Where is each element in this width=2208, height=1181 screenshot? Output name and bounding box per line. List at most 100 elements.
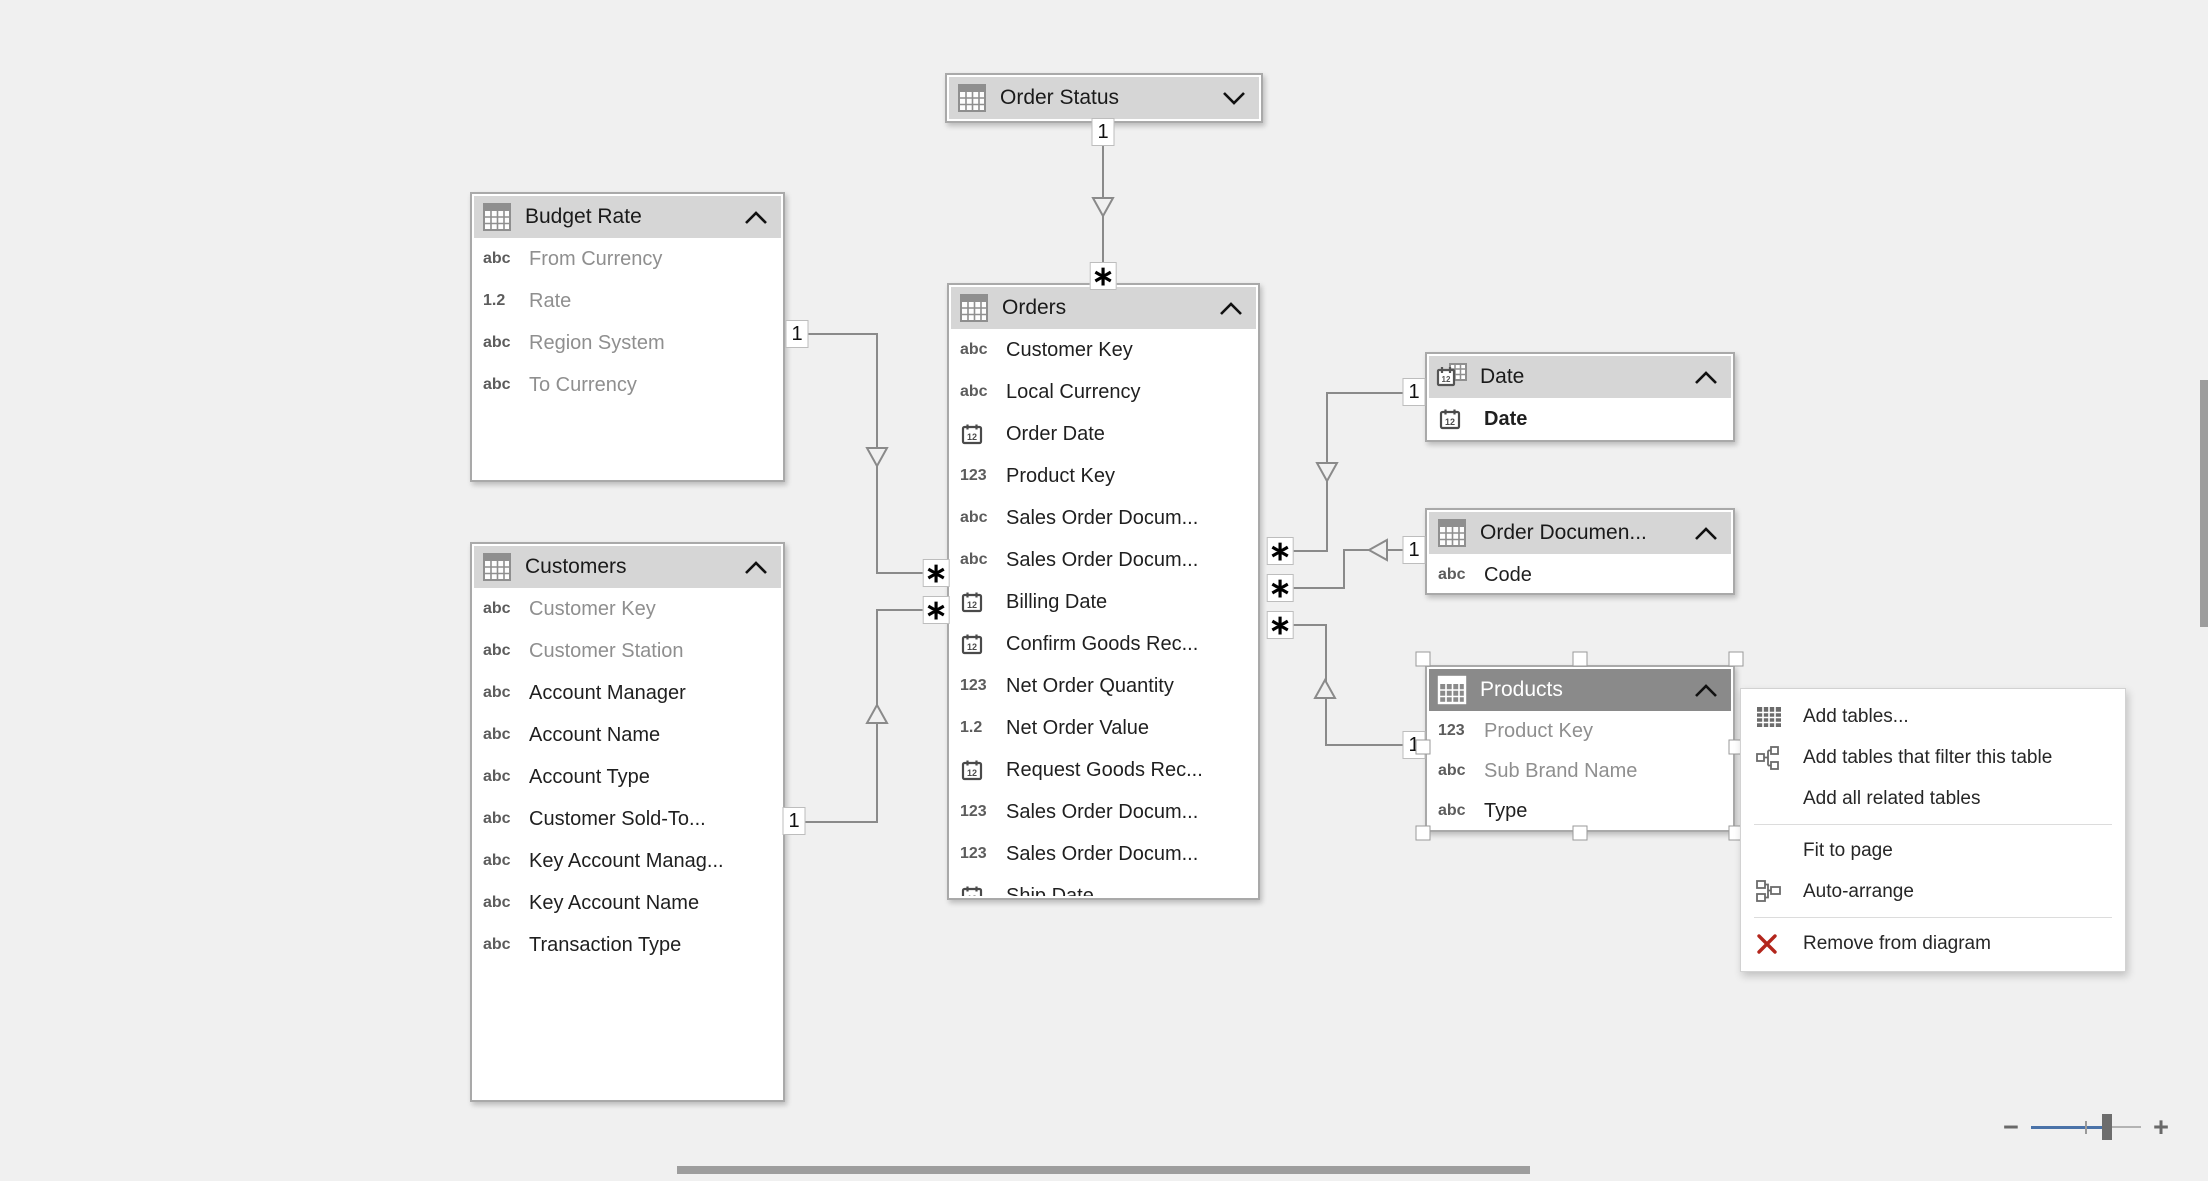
zoom-in-button[interactable]: + — [2153, 1112, 2169, 1142]
svg-text:12: 12 — [1442, 375, 1451, 384]
relationship-line-segment[interactable] — [876, 572, 928, 574]
menu-item-add-tables[interactable]: Add tables... — [1741, 696, 2125, 737]
relationship-line-segment[interactable] — [806, 333, 878, 335]
cardinality-many-label: ∗ — [1089, 260, 1117, 291]
selection-handle[interactable] — [1415, 825, 1431, 841]
text-type-icon: abc — [483, 894, 511, 911]
menu-item-remove-from-diagram[interactable]: Remove from diagram — [1741, 923, 2125, 964]
relationship-line-segment[interactable] — [804, 821, 878, 823]
menu-item-add-tables-that-filter[interactable]: Add tables that filter this table — [1741, 737, 2125, 778]
table-header[interactable]: Budget Rate — [474, 196, 781, 238]
menu-item-add-all-related[interactable]: Add all related tables — [1741, 778, 2125, 819]
arrow-up-icon[interactable] — [864, 703, 890, 729]
arrow-up-icon[interactable] — [1312, 678, 1338, 704]
table-icon — [1436, 517, 1468, 549]
field-label: Billing Date — [1006, 590, 1108, 613]
table-header[interactable]: Orders — [951, 287, 1256, 329]
arrow-left-icon[interactable] — [1365, 537, 1391, 563]
zoom-slider-thumb[interactable] — [2102, 1114, 2112, 1140]
chevron-up-icon[interactable] — [1693, 370, 1719, 385]
menu-item-auto-arrange[interactable]: Auto-arrange — [1741, 871, 2125, 912]
relationship-line-segment[interactable] — [1282, 587, 1345, 589]
table-header[interactable]: Order Status — [949, 77, 1259, 119]
zoom-out-button[interactable]: − — [2003, 1112, 2019, 1142]
selection-handle[interactable] — [1572, 825, 1588, 841]
arrow-down-icon[interactable] — [1314, 457, 1340, 483]
relationship-line-segment[interactable] — [1343, 549, 1345, 589]
selection-handle[interactable] — [1415, 651, 1431, 667]
chevron-up-icon[interactable] — [1218, 301, 1244, 316]
relationship-line-segment[interactable] — [1282, 624, 1327, 626]
relationship-line-segment[interactable] — [1282, 550, 1328, 552]
cardinality-many-label: ∗ — [1266, 609, 1294, 640]
chevron-up-icon[interactable] — [1693, 683, 1719, 698]
field-ship-date[interactable]: 12Ship Date — [951, 875, 1256, 896]
chevron-up-icon[interactable] — [743, 210, 769, 225]
zoom-slider[interactable] — [2031, 1113, 2141, 1141]
field-label: Region System — [529, 331, 665, 354]
field-label: Ship Date — [1006, 884, 1094, 897]
menu-item-fit-to-page[interactable]: Fit to page — [1741, 830, 2125, 871]
relationship-line-segment[interactable] — [876, 609, 928, 611]
selection-handle[interactable] — [1728, 651, 1744, 667]
table-header[interactable]: Customers — [474, 546, 781, 588]
table-header[interactable]: Products — [1429, 669, 1731, 711]
arrow-down-icon[interactable] — [1090, 192, 1116, 218]
selection-handle[interactable] — [1572, 651, 1588, 667]
selection-handle[interactable] — [1415, 739, 1431, 755]
horizontal-scrollbar-thumb[interactable] — [677, 1166, 1530, 1174]
cardinality-one-label: 1 — [1402, 378, 1426, 406]
chevron-up-icon[interactable] — [1693, 526, 1719, 541]
table-header[interactable]: Order Documen... — [1429, 512, 1731, 554]
chevron-down-icon[interactable] — [1221, 91, 1247, 106]
table-header[interactable]: 12 Date — [1429, 356, 1731, 398]
arrow-down-icon[interactable] — [864, 442, 890, 468]
decimal-number-icon: 1.2 — [960, 719, 983, 736]
vertical-scrollbar-thumb[interactable] — [2200, 380, 2208, 627]
relationship-line-segment[interactable] — [1326, 392, 1404, 394]
relationship-line-segment[interactable] — [1325, 744, 1404, 746]
text-type-icon: abc — [960, 509, 988, 526]
table-card-order-status[interactable]: Order Status — [945, 73, 1263, 123]
text-type-icon: abc — [483, 852, 511, 869]
chevron-up-icon[interactable] — [743, 560, 769, 575]
